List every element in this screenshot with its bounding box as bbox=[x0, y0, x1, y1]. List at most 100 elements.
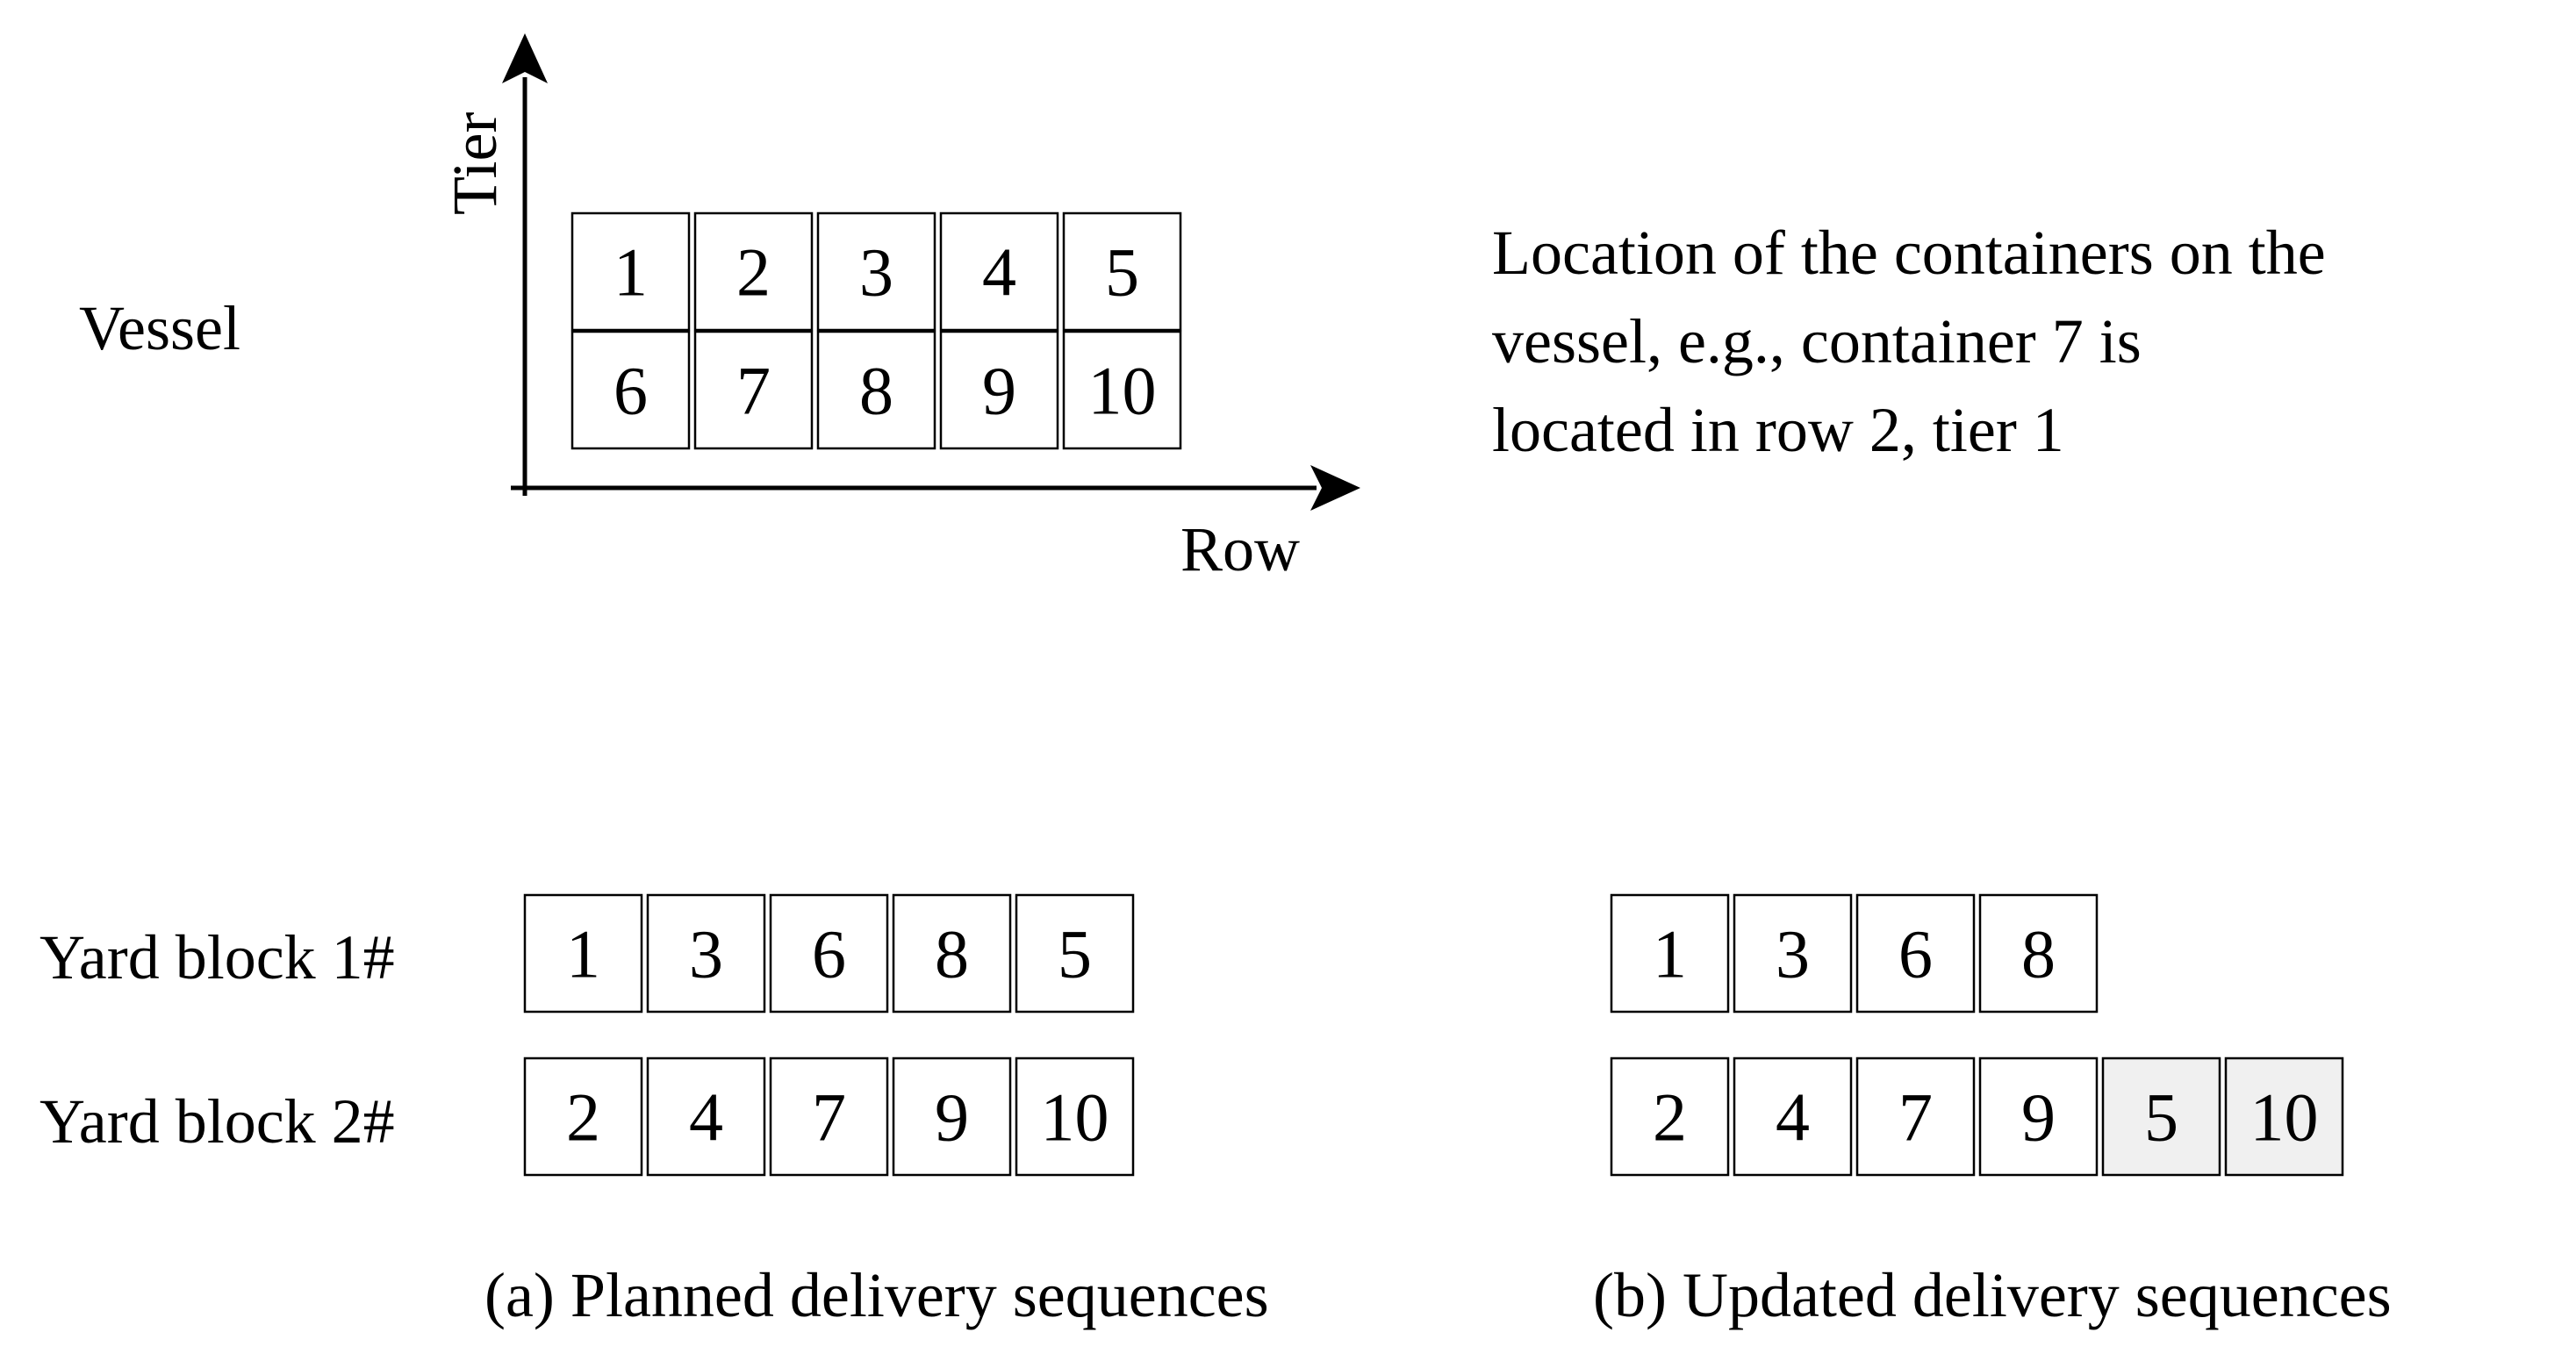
container-number: 10 bbox=[2250, 1079, 2319, 1156]
container-2: 2 bbox=[1610, 1057, 1730, 1177]
container-box bbox=[1855, 893, 1976, 1014]
yard-block-2-label: Yard block 2# bbox=[39, 1086, 395, 1157]
container-10: 10 bbox=[2224, 1057, 2344, 1177]
container-number: 2 bbox=[566, 1079, 600, 1156]
container-7: 7 bbox=[769, 1057, 889, 1177]
container-8: 8 bbox=[816, 330, 936, 450]
container-number: 1 bbox=[566, 916, 600, 992]
container-6: 6 bbox=[1855, 893, 1976, 1014]
container-3: 3 bbox=[1733, 893, 1853, 1014]
vessel-note: Location of the containers on the vessel… bbox=[1492, 218, 2326, 465]
container-box bbox=[693, 211, 814, 332]
container-10: 10 bbox=[1015, 1057, 1135, 1177]
container-number: 8 bbox=[859, 353, 893, 429]
container-box bbox=[1062, 330, 1182, 450]
container-number: 5 bbox=[2144, 1079, 2178, 1156]
container-box bbox=[816, 330, 936, 450]
container-number: 8 bbox=[935, 916, 969, 992]
container-box bbox=[1855, 1057, 1976, 1177]
container-box bbox=[1015, 1057, 1135, 1177]
updated-caption: (b) Updated delivery sequences bbox=[1593, 1260, 2392, 1330]
container-box bbox=[2224, 1057, 2344, 1177]
x-axis-label: Row bbox=[1180, 514, 1300, 584]
container-number: 1 bbox=[1653, 916, 1687, 992]
container-7: 7 bbox=[693, 330, 814, 450]
updated-sequences: 1 3 6 8 2 4 7 9 5 10 bbox=[1610, 893, 2344, 1177]
container-number: 9 bbox=[935, 1079, 969, 1156]
container-2: 2 bbox=[693, 211, 814, 332]
container-1: 1 bbox=[1610, 893, 1730, 1014]
container-5: 5 bbox=[1015, 893, 1135, 1014]
container-box bbox=[892, 1057, 1012, 1177]
container-6: 6 bbox=[769, 893, 889, 1014]
container-box bbox=[939, 211, 1059, 332]
container-number: 6 bbox=[614, 353, 648, 429]
container-4: 4 bbox=[646, 1057, 766, 1177]
container-box bbox=[523, 1057, 643, 1177]
y-axis-label: Tier bbox=[440, 112, 510, 215]
container-box bbox=[1062, 211, 1182, 332]
container-number: 3 bbox=[859, 234, 893, 311]
container-box bbox=[570, 330, 691, 450]
container-number: 3 bbox=[1776, 916, 1810, 992]
container-box bbox=[1978, 893, 2099, 1014]
container-2: 2 bbox=[523, 1057, 643, 1177]
container-number: 5 bbox=[1105, 234, 1139, 311]
container-3: 3 bbox=[816, 211, 936, 332]
container-number: 7 bbox=[1898, 1079, 1933, 1156]
container-1: 1 bbox=[570, 211, 691, 332]
container-number: 9 bbox=[2021, 1079, 2056, 1156]
container-number: 8 bbox=[2021, 916, 2056, 992]
container-box bbox=[769, 893, 889, 1014]
container-box bbox=[693, 330, 814, 450]
container-number: 4 bbox=[1776, 1079, 1810, 1156]
container-box bbox=[1610, 893, 1730, 1014]
container-1: 1 bbox=[523, 893, 643, 1014]
container-4: 4 bbox=[939, 211, 1059, 332]
container-number: 2 bbox=[736, 234, 771, 311]
container-7: 7 bbox=[1855, 1057, 1976, 1177]
container-number: 4 bbox=[982, 234, 1016, 311]
container-10: 10 bbox=[1062, 330, 1182, 450]
vessel-note-line: vessel, e.g., container 7 is bbox=[1492, 306, 2142, 376]
container-5: 5 bbox=[1062, 211, 1182, 332]
container-number: 4 bbox=[689, 1079, 723, 1156]
container-box bbox=[1015, 893, 1135, 1014]
container-4: 4 bbox=[1733, 1057, 1853, 1177]
container-box bbox=[2101, 1057, 2221, 1177]
container-box bbox=[939, 330, 1059, 450]
container-8: 8 bbox=[892, 893, 1012, 1014]
container-number: 6 bbox=[812, 916, 846, 992]
container-number: 2 bbox=[1653, 1079, 1687, 1156]
vessel-label: Vessel bbox=[79, 293, 240, 363]
container-9: 9 bbox=[892, 1057, 1012, 1177]
container-8: 8 bbox=[1978, 893, 2099, 1014]
container-number: 5 bbox=[1058, 916, 1092, 992]
container-number: 7 bbox=[812, 1079, 846, 1156]
container-box bbox=[646, 1057, 766, 1177]
container-box bbox=[1733, 893, 1853, 1014]
container-number: 7 bbox=[736, 353, 771, 429]
container-number: 6 bbox=[1898, 916, 1933, 992]
container-number: 1 bbox=[614, 234, 648, 311]
container-box bbox=[1978, 1057, 2099, 1177]
container-number: 3 bbox=[689, 916, 723, 992]
container-box bbox=[816, 211, 936, 332]
container-box bbox=[646, 893, 766, 1014]
container-9: 9 bbox=[939, 330, 1059, 450]
container-number: 9 bbox=[982, 353, 1016, 429]
vessel-container-grid: 1 2 3 4 5 6 7 8 9 10 bbox=[570, 211, 1182, 450]
container-box bbox=[570, 211, 691, 332]
vessel-axes bbox=[502, 33, 1360, 511]
planned-sequences: 1 3 6 8 5 2 4 7 9 10 bbox=[523, 893, 1135, 1177]
container-number: 10 bbox=[1088, 353, 1157, 429]
container-box bbox=[1733, 1057, 1853, 1177]
planned-caption: (a) Planned delivery sequences bbox=[484, 1260, 1269, 1330]
vessel-note-line: located in row 2, tier 1 bbox=[1492, 395, 2064, 465]
yard-block-1-label: Yard block 1# bbox=[39, 922, 395, 992]
container-box bbox=[892, 893, 1012, 1014]
container-9: 9 bbox=[1978, 1057, 2099, 1177]
container-3: 3 bbox=[646, 893, 766, 1014]
container-number: 10 bbox=[1041, 1079, 1109, 1156]
